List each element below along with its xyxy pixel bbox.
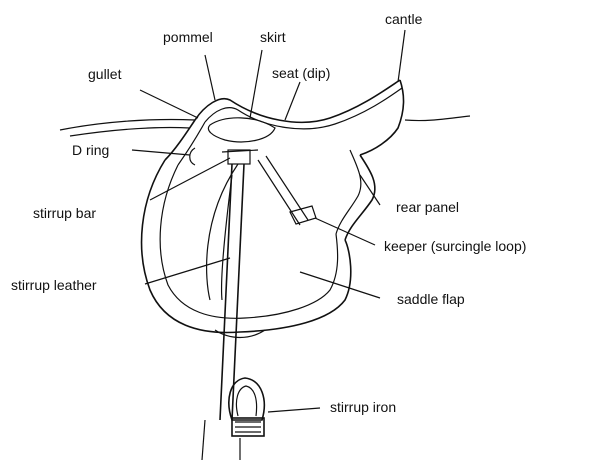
leader-lines [132, 30, 405, 412]
rear-panel-inner [336, 150, 361, 234]
rear-panel-shape [345, 155, 375, 240]
horse-back-line-left [60, 119, 195, 130]
d-ring-shape [190, 148, 195, 165]
saddle-flap-inner [160, 165, 337, 318]
label-seat: seat (dip) [272, 65, 330, 81]
keeper-strap [258, 156, 308, 225]
stirrup-iron-shape [229, 378, 264, 420]
stirrup-leather-right [232, 164, 244, 420]
labels: pommel skirt cantle gullet seat (dip) D … [11, 11, 526, 415]
label-d-ring: D ring [72, 142, 109, 158]
leader-stirrup-leather [145, 258, 230, 284]
horse-back-line-right [405, 116, 470, 121]
leader-stirrup-iron [268, 408, 320, 412]
stirrup-iron-inner [236, 386, 256, 416]
saddle-drawing [60, 80, 470, 460]
label-saddle-flap: saddle flap [397, 291, 465, 307]
label-stirrup-iron: stirrup iron [330, 399, 396, 415]
label-stirrup-leather: stirrup leather [11, 277, 97, 293]
label-stirrup-bar: stirrup bar [33, 205, 96, 221]
label-keeper: keeper (surcingle loop) [384, 238, 526, 254]
label-cantle: cantle [385, 11, 423, 27]
pommel-inner [178, 122, 205, 165]
leader-pommel [205, 55, 215, 100]
stirrup-tread-hatch [235, 422, 261, 432]
stirrup-buckle [228, 150, 250, 164]
leader-d-ring [132, 150, 190, 155]
skirt-shape [208, 118, 275, 142]
leader-skirt [250, 50, 262, 118]
label-skirt: skirt [260, 29, 286, 45]
label-gullet: gullet [88, 66, 122, 82]
label-rear-panel: rear panel [396, 199, 459, 215]
strap-end-left [202, 420, 205, 460]
seat-outline [195, 80, 400, 122]
leader-seat [285, 82, 300, 120]
horse-back-line-left-2 [70, 127, 190, 136]
leader-saddle-flap [300, 272, 380, 298]
leader-cantle [398, 30, 405, 82]
saddle-flap-outer [142, 160, 351, 333]
leader-gullet [140, 90, 198, 118]
leader-rear-panel [360, 175, 380, 205]
label-pommel: pommel [163, 29, 213, 45]
